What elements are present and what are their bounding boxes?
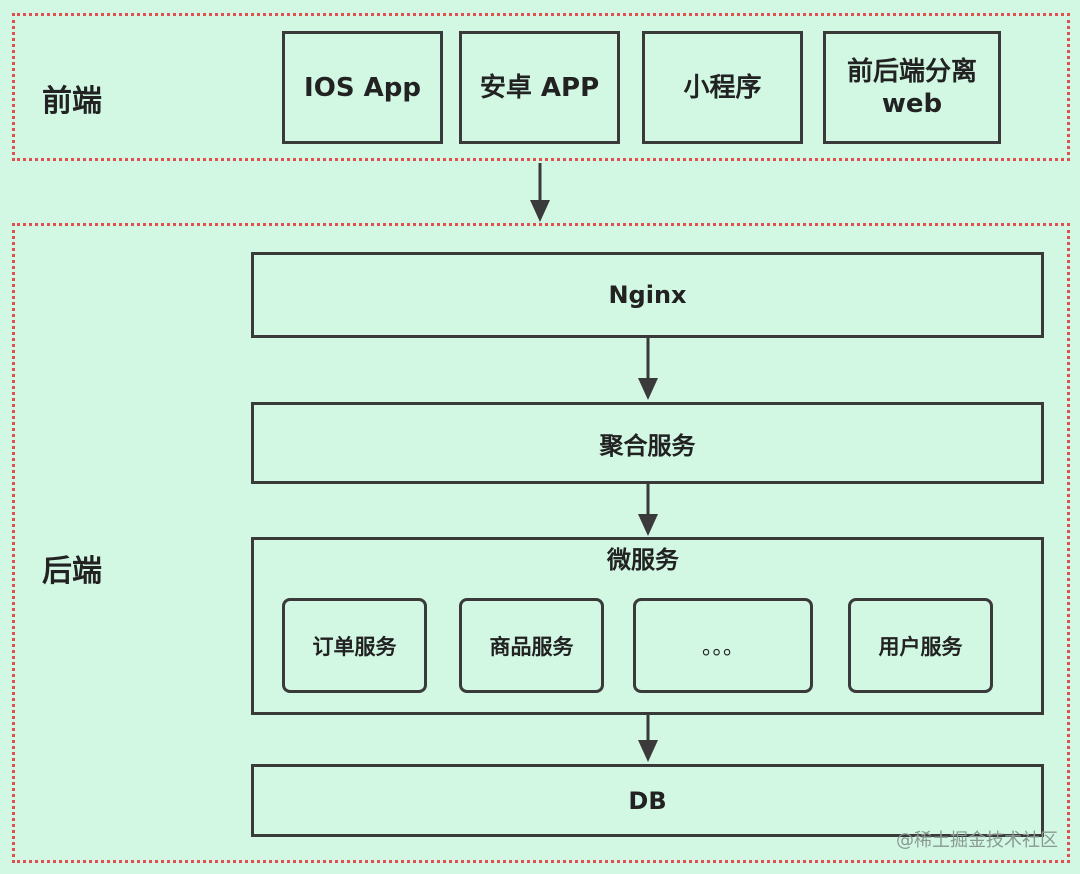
backend-label: 后端 xyxy=(42,554,102,589)
service-user: 用户服务 xyxy=(848,598,993,693)
frontend-label: 前端 xyxy=(42,84,102,119)
client-web: 前后端分离 web xyxy=(823,31,1001,144)
client-ios-app: IOS App xyxy=(282,31,443,144)
service-order: 订单服务 xyxy=(282,598,427,693)
arrow-microservices-to-db xyxy=(638,715,658,762)
client-android-app: 安卓 APP xyxy=(459,31,620,144)
watermark: @稀土掘金技术社区 xyxy=(896,830,1058,851)
service-ellipsis: 。。。 xyxy=(633,598,813,693)
microservices-box xyxy=(251,537,1044,715)
service-product: 商品服务 xyxy=(459,598,604,693)
arrow-frontend-to-backend xyxy=(530,163,550,222)
nginx-box: Nginx xyxy=(251,252,1044,338)
db-box: DB xyxy=(251,764,1044,837)
microservices-title: 微服务 xyxy=(607,546,679,574)
arrow-nginx-to-aggregate xyxy=(638,338,658,400)
client-mini-program: 小程序 xyxy=(642,31,803,144)
arrow-aggregate-to-microservices xyxy=(638,484,658,536)
backend-region xyxy=(12,223,1070,863)
frontend-region xyxy=(12,13,1070,161)
aggregate-service-box: 聚合服务 xyxy=(251,402,1044,484)
